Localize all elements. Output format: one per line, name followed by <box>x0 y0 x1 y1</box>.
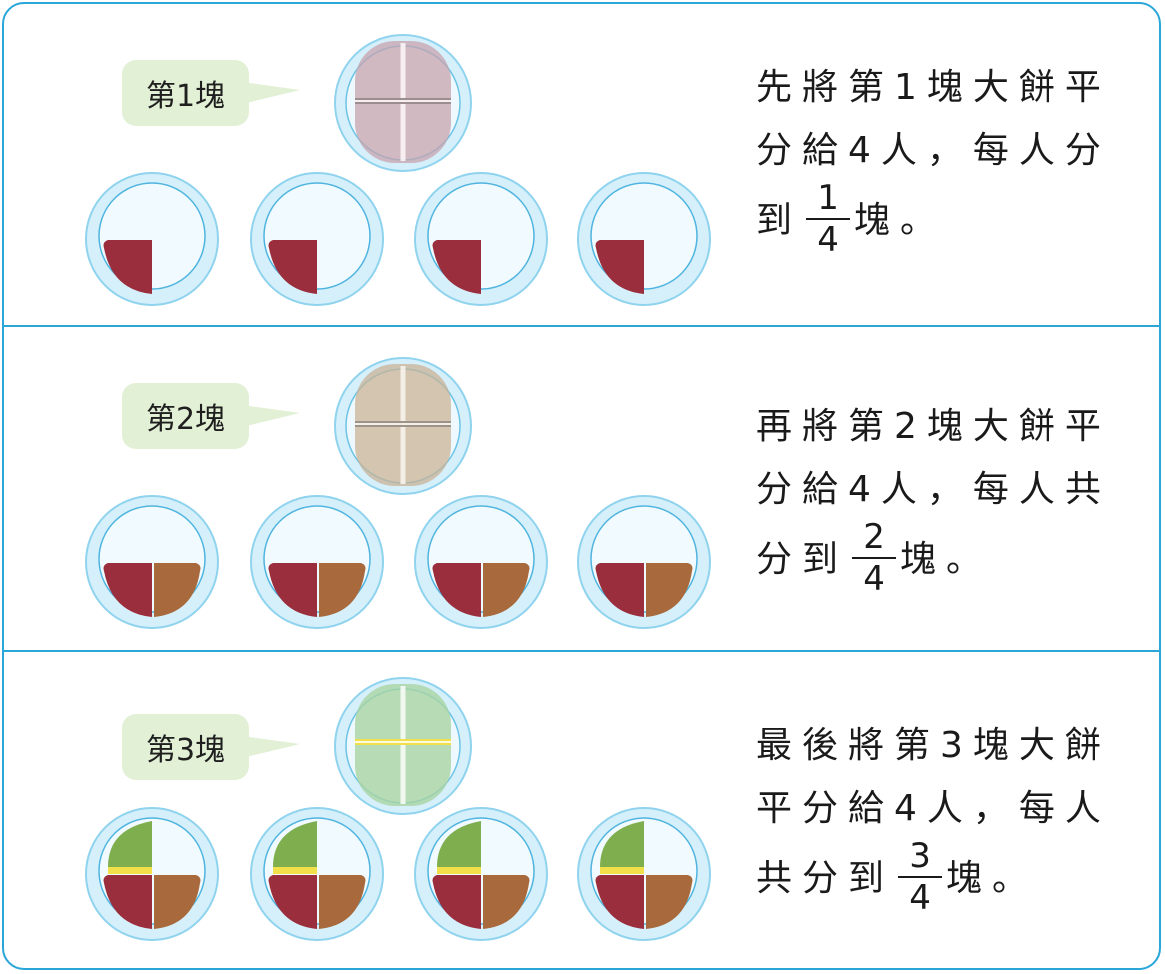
text-line-1: 再將第2塊大餅平 <box>756 406 1111 447</box>
text-line-3-prefix: 到 <box>756 200 803 241</box>
fraction-bar <box>806 218 851 220</box>
speech-bubble-tail <box>242 82 300 104</box>
plate-3 <box>411 495 551 630</box>
fraction-numerator: 2 <box>863 517 885 557</box>
share-plates <box>82 172 711 307</box>
text-line-3-suffix: 塊。 <box>946 858 1039 899</box>
bubble-label: 第1塊 <box>145 79 226 114</box>
fraction-denominator: 4 <box>817 220 839 260</box>
bubble-label: 第3塊 <box>145 733 226 768</box>
speech-bubble: 第2塊 <box>122 383 249 449</box>
plate-3 <box>411 807 551 942</box>
fraction-bar <box>852 557 897 559</box>
text-line-3-prefix: 分到 <box>756 539 849 580</box>
share-plates <box>82 495 711 630</box>
row-cake-2: 第2塊 <box>4 327 1159 652</box>
whole-cake-plate <box>333 356 473 496</box>
text-line-2: 平分給4人，每人 <box>756 788 1111 829</box>
text-line-2: 分給4人，每人分 <box>756 130 1111 171</box>
plate-1 <box>82 172 222 307</box>
fraction-denominator: 4 <box>863 559 885 599</box>
plate-4 <box>574 172 714 307</box>
share-plates <box>82 807 711 942</box>
text-line-3-suffix: 塊。 <box>854 200 947 241</box>
text-line-3-suffix: 塊。 <box>900 539 993 580</box>
speech-bubble-tail <box>242 405 300 427</box>
fraction-numerator: 1 <box>817 178 839 218</box>
plate-1 <box>82 495 222 630</box>
speech-bubble: 第3塊 <box>122 714 249 780</box>
plate-4 <box>574 807 714 942</box>
plate-2 <box>247 807 387 942</box>
fraction-denominator: 4 <box>909 878 931 918</box>
text-line-1: 最後將第3塊大餅 <box>756 725 1111 766</box>
plate-2 <box>247 172 387 307</box>
text-line-3-prefix: 共分到 <box>756 858 895 899</box>
whole-cake-plate <box>333 676 473 816</box>
row-cake-3: 第3塊 <box>4 652 1159 968</box>
plate-1 <box>82 807 222 942</box>
text-line-1: 先將第1塊大餅平 <box>756 67 1111 108</box>
plate-2 <box>247 495 387 630</box>
whole-cake-plate <box>333 33 473 173</box>
bubble-label: 第2塊 <box>145 402 226 437</box>
fraction-bar <box>898 876 943 878</box>
text-line-2: 分給4人，每人共 <box>756 469 1111 510</box>
plate-3 <box>411 172 551 307</box>
row-cake-1: 第1塊 <box>4 4 1159 327</box>
fraction-numerator: 3 <box>909 836 931 876</box>
speech-bubble-tail <box>242 736 300 758</box>
plate-4 <box>574 495 714 630</box>
speech-bubble: 第1塊 <box>122 60 249 126</box>
